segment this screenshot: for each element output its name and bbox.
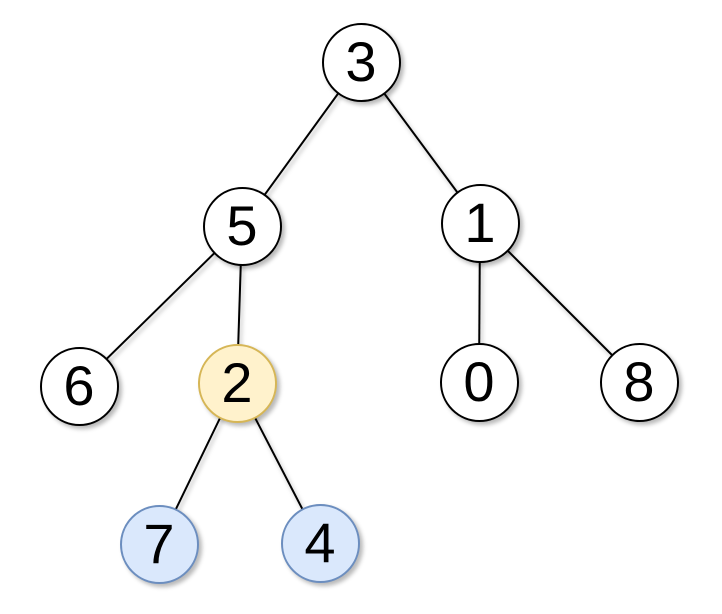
node-label: 3: [345, 30, 377, 93]
node-label: 6: [63, 354, 95, 417]
node-label: 7: [143, 512, 175, 575]
tree-node-3: 3: [321, 22, 401, 102]
node-label: 4: [304, 511, 336, 574]
node-label: 8: [623, 350, 655, 413]
tree-node-2: 2: [197, 343, 277, 423]
tree-node-0: 0: [439, 342, 519, 422]
node-label: 5: [226, 194, 258, 257]
tree-node-4: 4: [280, 503, 360, 583]
tree-node-5: 5: [202, 186, 282, 266]
tree-node-8: 8: [599, 342, 679, 422]
node-label: 0: [463, 350, 495, 413]
tree-node-7: 7: [119, 504, 199, 584]
tree-node-1: 1: [440, 183, 520, 263]
node-label: 2: [221, 351, 253, 414]
tree-node-6: 6: [39, 346, 119, 426]
node-label: 1: [464, 191, 496, 254]
